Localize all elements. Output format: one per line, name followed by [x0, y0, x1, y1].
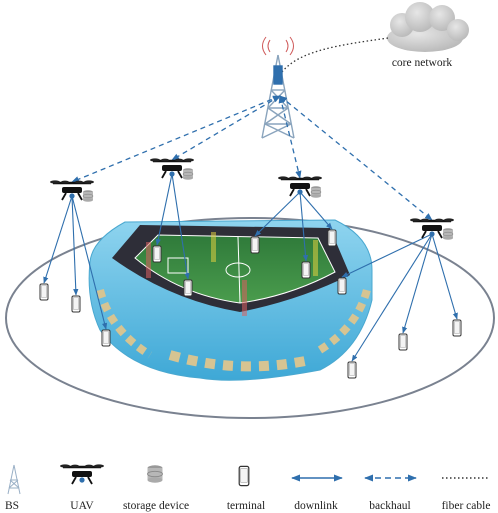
- downlink-link: [299, 191, 309, 262]
- uav-node: [148, 157, 196, 181]
- legend-item-uav: UAV: [58, 463, 106, 512]
- downlink-link: [71, 195, 79, 296]
- smartphone-icon: [301, 261, 311, 279]
- legend-label-fiber: fiber cable: [442, 500, 491, 512]
- terminal: [337, 277, 347, 295]
- backhaul-link: [279, 95, 433, 221]
- legend-item-terminal: terminal: [227, 465, 265, 512]
- smartphone-icon: [337, 277, 347, 295]
- terminal: [183, 279, 193, 297]
- smartphone-icon: [101, 329, 111, 347]
- smartphone-icon: [183, 279, 193, 297]
- legend-item-storage: storage device: [123, 464, 189, 512]
- core-network-cloud: core network: [387, 2, 469, 69]
- smartphone-icon: [398, 333, 408, 351]
- smartphone-icon: [238, 465, 250, 487]
- terminal: [327, 229, 337, 247]
- smartphone-icon: [347, 361, 357, 379]
- legend-label-backhaul: backhaul: [369, 500, 411, 512]
- legend-label-terminal: terminal: [227, 500, 265, 512]
- legend-item-downlink: downlink: [291, 474, 343, 512]
- base-station: [261, 36, 295, 139]
- database-icon: [182, 167, 194, 181]
- cell-tower-icon: [7, 464, 21, 495]
- uav-node: [408, 217, 456, 241]
- downlink-link: [431, 233, 458, 320]
- downlink-link: [402, 233, 433, 334]
- smartphone-icon: [152, 245, 162, 263]
- drone-icon: [58, 463, 106, 486]
- uav-node: [276, 175, 324, 199]
- terminal: [101, 329, 111, 347]
- database-icon: [310, 185, 322, 199]
- legend-label-uav: UAV: [70, 500, 94, 512]
- smartphone-icon: [250, 236, 260, 254]
- core-network-label: core network: [392, 57, 453, 69]
- backhaul-link: [278, 95, 302, 179]
- terminal: [71, 295, 81, 313]
- legend-label-storage: storage device: [123, 500, 189, 512]
- downlink-link: [155, 173, 173, 246]
- terminal: [398, 333, 408, 351]
- terminal: [452, 319, 462, 337]
- database-icon: [442, 227, 454, 241]
- legend-label-downlink: downlink: [294, 500, 338, 512]
- smartphone-icon: [71, 295, 81, 313]
- terminal: [347, 361, 357, 379]
- downlink-link: [299, 191, 333, 230]
- terminal: [152, 245, 162, 263]
- links-layer: [43, 95, 458, 362]
- cell-tower-icon: [261, 36, 295, 139]
- database-icon: [146, 464, 164, 484]
- legend-item-fiber: fiber cable: [442, 477, 491, 512]
- legend-label-bs: BS: [5, 500, 19, 512]
- fiber-cable-link: [281, 37, 389, 73]
- cloud-icon: [387, 2, 469, 52]
- legend-item-bs: BS: [5, 464, 21, 512]
- downlink-link: [171, 173, 190, 280]
- uav-node: [48, 179, 96, 203]
- downlink-link: [341, 233, 433, 278]
- backhaul-link: [171, 95, 281, 161]
- downlink-link: [351, 233, 433, 362]
- database-icon: [82, 189, 94, 203]
- downlink-link: [43, 195, 73, 284]
- smartphone-icon: [327, 229, 337, 247]
- coverage-area-ellipse: [5, 217, 495, 419]
- downlink-link: [254, 191, 301, 237]
- downlink-link: [71, 195, 108, 330]
- smartphone-icon: [39, 283, 49, 301]
- terminal: [250, 236, 260, 254]
- terminal: [39, 283, 49, 301]
- legend-item-backhaul: backhaul: [364, 474, 417, 512]
- legend: BS UAV storage device terminal downlink …: [5, 463, 491, 512]
- smartphone-icon: [452, 319, 462, 337]
- terminal: [301, 261, 311, 279]
